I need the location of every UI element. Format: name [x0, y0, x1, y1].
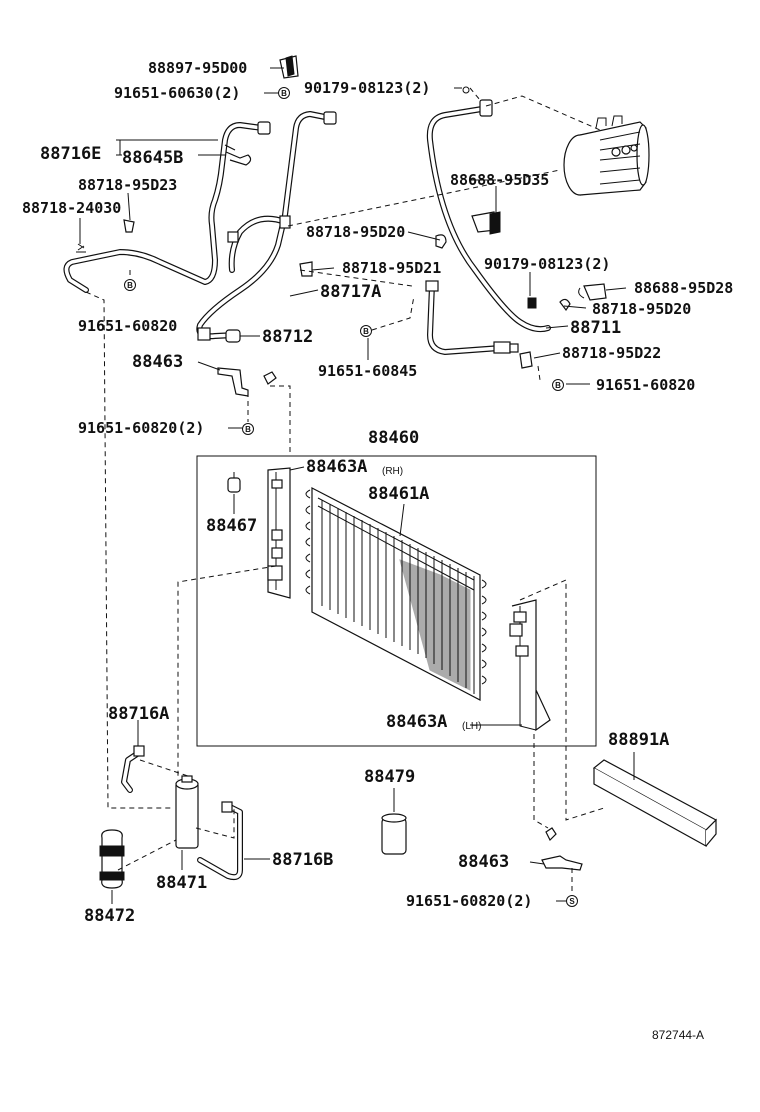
- label-88716E[interactable]: 88716E: [40, 144, 101, 164]
- label-88479[interactable]: 88479: [364, 767, 415, 787]
- hose-88711-drawing: [425, 99, 551, 355]
- label-88897-95D00[interactable]: 88897-95D00: [148, 59, 247, 77]
- label-91651-60820-a[interactable]: 91651-60820: [78, 317, 177, 335]
- label-91651-60820-b[interactable]: 91651-60820: [596, 376, 695, 394]
- label-88645B[interactable]: 88645B: [122, 148, 183, 168]
- label-lh: (LH): [462, 721, 481, 732]
- label-88891A[interactable]: 88891A: [608, 730, 669, 750]
- svg-text:B: B: [555, 381, 561, 390]
- pipe-88716B-drawing: [197, 801, 243, 881]
- label-88463A-rh[interactable]: 88463A: [306, 457, 367, 477]
- fasteners-drawing: [76, 55, 607, 842]
- label-88717A[interactable]: 88717A: [320, 282, 381, 302]
- label-88718-95D23[interactable]: 88718-95D23: [78, 176, 177, 194]
- label-88467[interactable]: 88467: [206, 516, 257, 536]
- svg-text:B: B: [245, 425, 251, 434]
- label-88463A-lh[interactable]: 88463A: [386, 712, 447, 732]
- bracket-lh-drawing: [509, 599, 551, 732]
- label-88472[interactable]: 88472: [84, 906, 135, 926]
- label-88461A[interactable]: 88461A: [368, 484, 429, 504]
- bracket-rh-drawing: [267, 467, 291, 599]
- cushion-88467-drawing: [227, 472, 241, 493]
- label-91651-60845[interactable]: 91651-60845: [318, 362, 417, 380]
- label-rh: (RH): [382, 466, 403, 477]
- svg-text:B: B: [281, 89, 287, 98]
- svg-text:S: S: [569, 897, 575, 906]
- compressor-drawing: [563, 115, 650, 196]
- holder-88472-drawing: [99, 829, 125, 889]
- label-88463-a[interactable]: 88463: [132, 352, 183, 372]
- desiccant-88479-drawing: [381, 788, 407, 855]
- reference-code: 872744-A: [652, 1028, 704, 1042]
- label-88460[interactable]: 88460: [368, 428, 419, 448]
- leader-lines: [79, 67, 635, 904]
- hose-88712-drawing: [63, 111, 337, 343]
- label-88718-95D20-a[interactable]: 88718-95D20: [306, 223, 405, 241]
- label-88716B[interactable]: 88716B: [272, 850, 333, 870]
- label-88711[interactable]: 88711: [570, 318, 621, 338]
- condenser-drawing: [305, 487, 487, 701]
- condenser-assembly-frame: [196, 455, 597, 747]
- label-88716A[interactable]: 88716A: [108, 704, 169, 724]
- seal-88891A-drawing: [592, 759, 717, 848]
- label-88718-95D21[interactable]: 88718-95D21: [342, 259, 441, 277]
- guide-lines: [85, 87, 605, 894]
- label-90179-08123-a[interactable]: 90179-08123(2): [304, 79, 430, 97]
- label-88688-95D28[interactable]: 88688-95D28: [634, 279, 733, 297]
- svg-text:B: B: [127, 281, 133, 290]
- label-88471[interactable]: 88471: [156, 873, 207, 893]
- label-91651-60630[interactable]: 91651-60630(2): [114, 84, 240, 102]
- label-88712[interactable]: 88712: [262, 327, 313, 347]
- pipe-88716A-drawing: [121, 745, 145, 793]
- label-88688-95D35[interactable]: 88688-95D35: [450, 171, 549, 189]
- label-91651-60820-c[interactable]: 91651-60820(2): [78, 419, 204, 437]
- bolt-markers: B B B B B S: [124, 87, 578, 907]
- label-88718-95D22[interactable]: 88718-95D22: [562, 344, 661, 362]
- label-88718-95D20-b[interactable]: 88718-95D20: [592, 300, 691, 318]
- label-90179-08123-b[interactable]: 90179-08123(2): [484, 255, 610, 273]
- part-labels: 88897-95D00 91651-60630(2) 90179-08123(2…: [22, 59, 733, 1042]
- label-91651-60820-d[interactable]: 91651-60820(2): [406, 892, 532, 910]
- bracket-88463-drawing: [217, 367, 583, 871]
- receiver-drawing: [175, 775, 199, 849]
- label-88718-24030[interactable]: 88718-24030: [22, 199, 121, 217]
- label-88463-b[interactable]: 88463: [458, 852, 509, 872]
- svg-text:B: B: [363, 327, 369, 336]
